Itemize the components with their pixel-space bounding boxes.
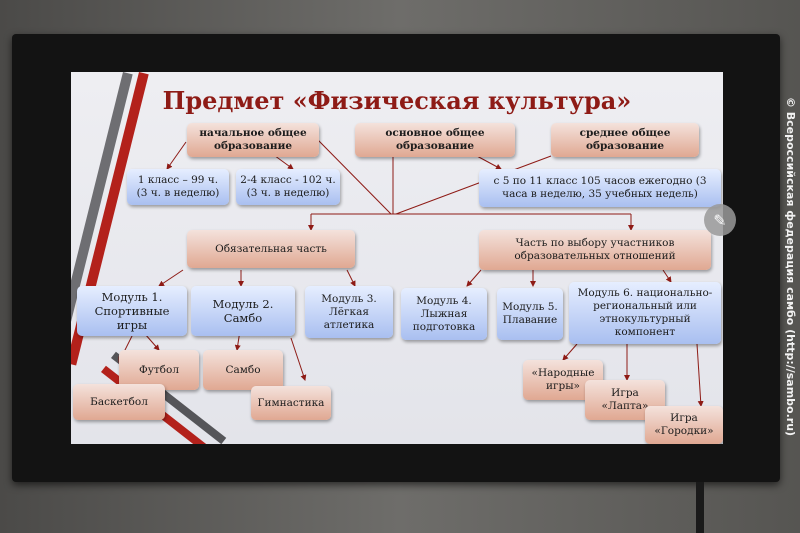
level-basic: основное общее образование (355, 123, 515, 157)
module-6: Модуль 6. национально-региональный или э… (569, 282, 721, 344)
module-5: Модуль 5. Плавание (497, 288, 563, 340)
sport-sambo: Самбо (203, 350, 283, 390)
part-optional: Часть по выбору участников образовательн… (479, 230, 711, 270)
hours-grade1: 1 класс – 99 ч. (3 ч. в неделю) (127, 169, 229, 205)
sport-gorodki: Игра «Городки» (645, 406, 723, 444)
module-1: Модуль 1. Спортивные игры (77, 286, 187, 336)
sport-gymnastics: Гимнастика (251, 386, 331, 420)
sport-folk-games: «Народные игры» (523, 360, 603, 400)
sport-basketball: Баскетбол (73, 384, 165, 420)
level-primary: начальное общее образование (187, 123, 319, 157)
level-secondary: среднее общее образование (551, 123, 699, 157)
slide-title: Предмет «Физическая культура» (162, 86, 632, 115)
presentation-slide: Предмет «Физическая культура» начальное … (71, 72, 723, 444)
hours-grade2-4: 2-4 класс - 102 ч. (3 ч. в неделю) (236, 169, 340, 205)
hours-grade5-11: с 5 по 11 класс 105 часов ежегодно (3 ча… (479, 169, 721, 207)
sport-football: Футбол (119, 350, 199, 390)
module-3: Модуль 3. Лёгкая атлетика (305, 286, 393, 338)
module-2: Модуль 2. Самбо (191, 286, 295, 336)
pen-icon[interactable]: ✎ (704, 204, 736, 236)
part-mandatory: Обязательная часть (187, 230, 355, 268)
module-4: Модуль 4. Лыжная подготовка (401, 288, 487, 340)
copyright-watermark: © Всероссийская федерация самбо (http://… (784, 96, 798, 437)
monitor-stand (696, 482, 704, 533)
sport-lapta: Игра «Лапта» (585, 380, 665, 420)
